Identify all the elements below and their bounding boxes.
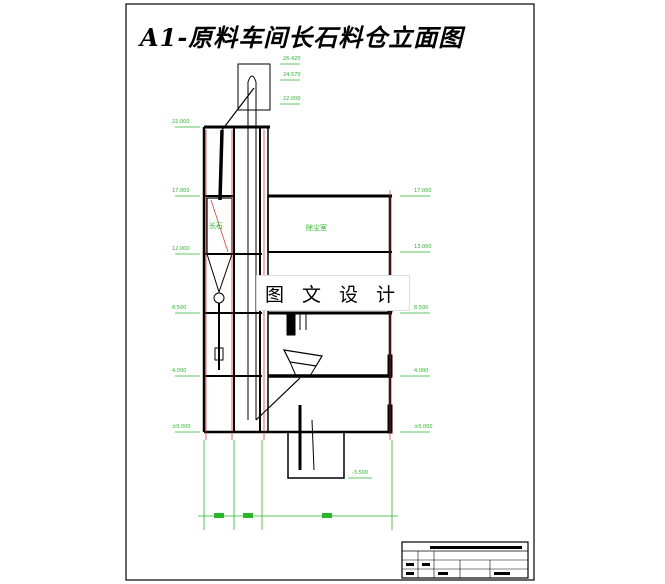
dimension-ticks [214, 513, 332, 518]
left-level-labels: 22.000 17.000 12.000 8.500 4.000 ±0.000 [172, 119, 191, 430]
level-label: 12.000 [172, 246, 190, 252]
right-level-labels: 17.000 13.000 8.500 4.000 ±0.000 [414, 188, 433, 430]
title-block [401, 541, 529, 579]
sheet-title: A1-原料车间长石料仓立面图 [140, 23, 464, 52]
level-label: 8.500 [172, 305, 186, 311]
sheet-border [125, 3, 535, 581]
level-label: 22.000 [283, 96, 301, 102]
level-label: 4.000 [414, 368, 428, 374]
level-label: 17.000 [172, 188, 190, 194]
level-label: 24.570 [283, 72, 301, 78]
level-label: 4.000 [172, 368, 186, 374]
level-label: 17.000 [414, 188, 432, 194]
watermark-text: 图 文 设 计 [264, 283, 402, 306]
top-level-labels: 26.420 24.570 22.000 [283, 56, 301, 102]
watermark: 图 文 设 计 [256, 275, 410, 311]
room-label: 除尘室 [306, 223, 327, 232]
silo-label: 长石 [209, 221, 223, 230]
level-label: 8.500 [414, 305, 428, 311]
level-label: ±0.000 [172, 424, 191, 430]
level-label: 22.000 [172, 119, 190, 125]
level-label: 26.420 [283, 56, 301, 62]
dimension-lines [175, 63, 430, 530]
level-label: ±0.000 [414, 424, 433, 430]
pit-level-label: -3.500 [352, 470, 368, 476]
level-label: 13.000 [414, 244, 432, 250]
